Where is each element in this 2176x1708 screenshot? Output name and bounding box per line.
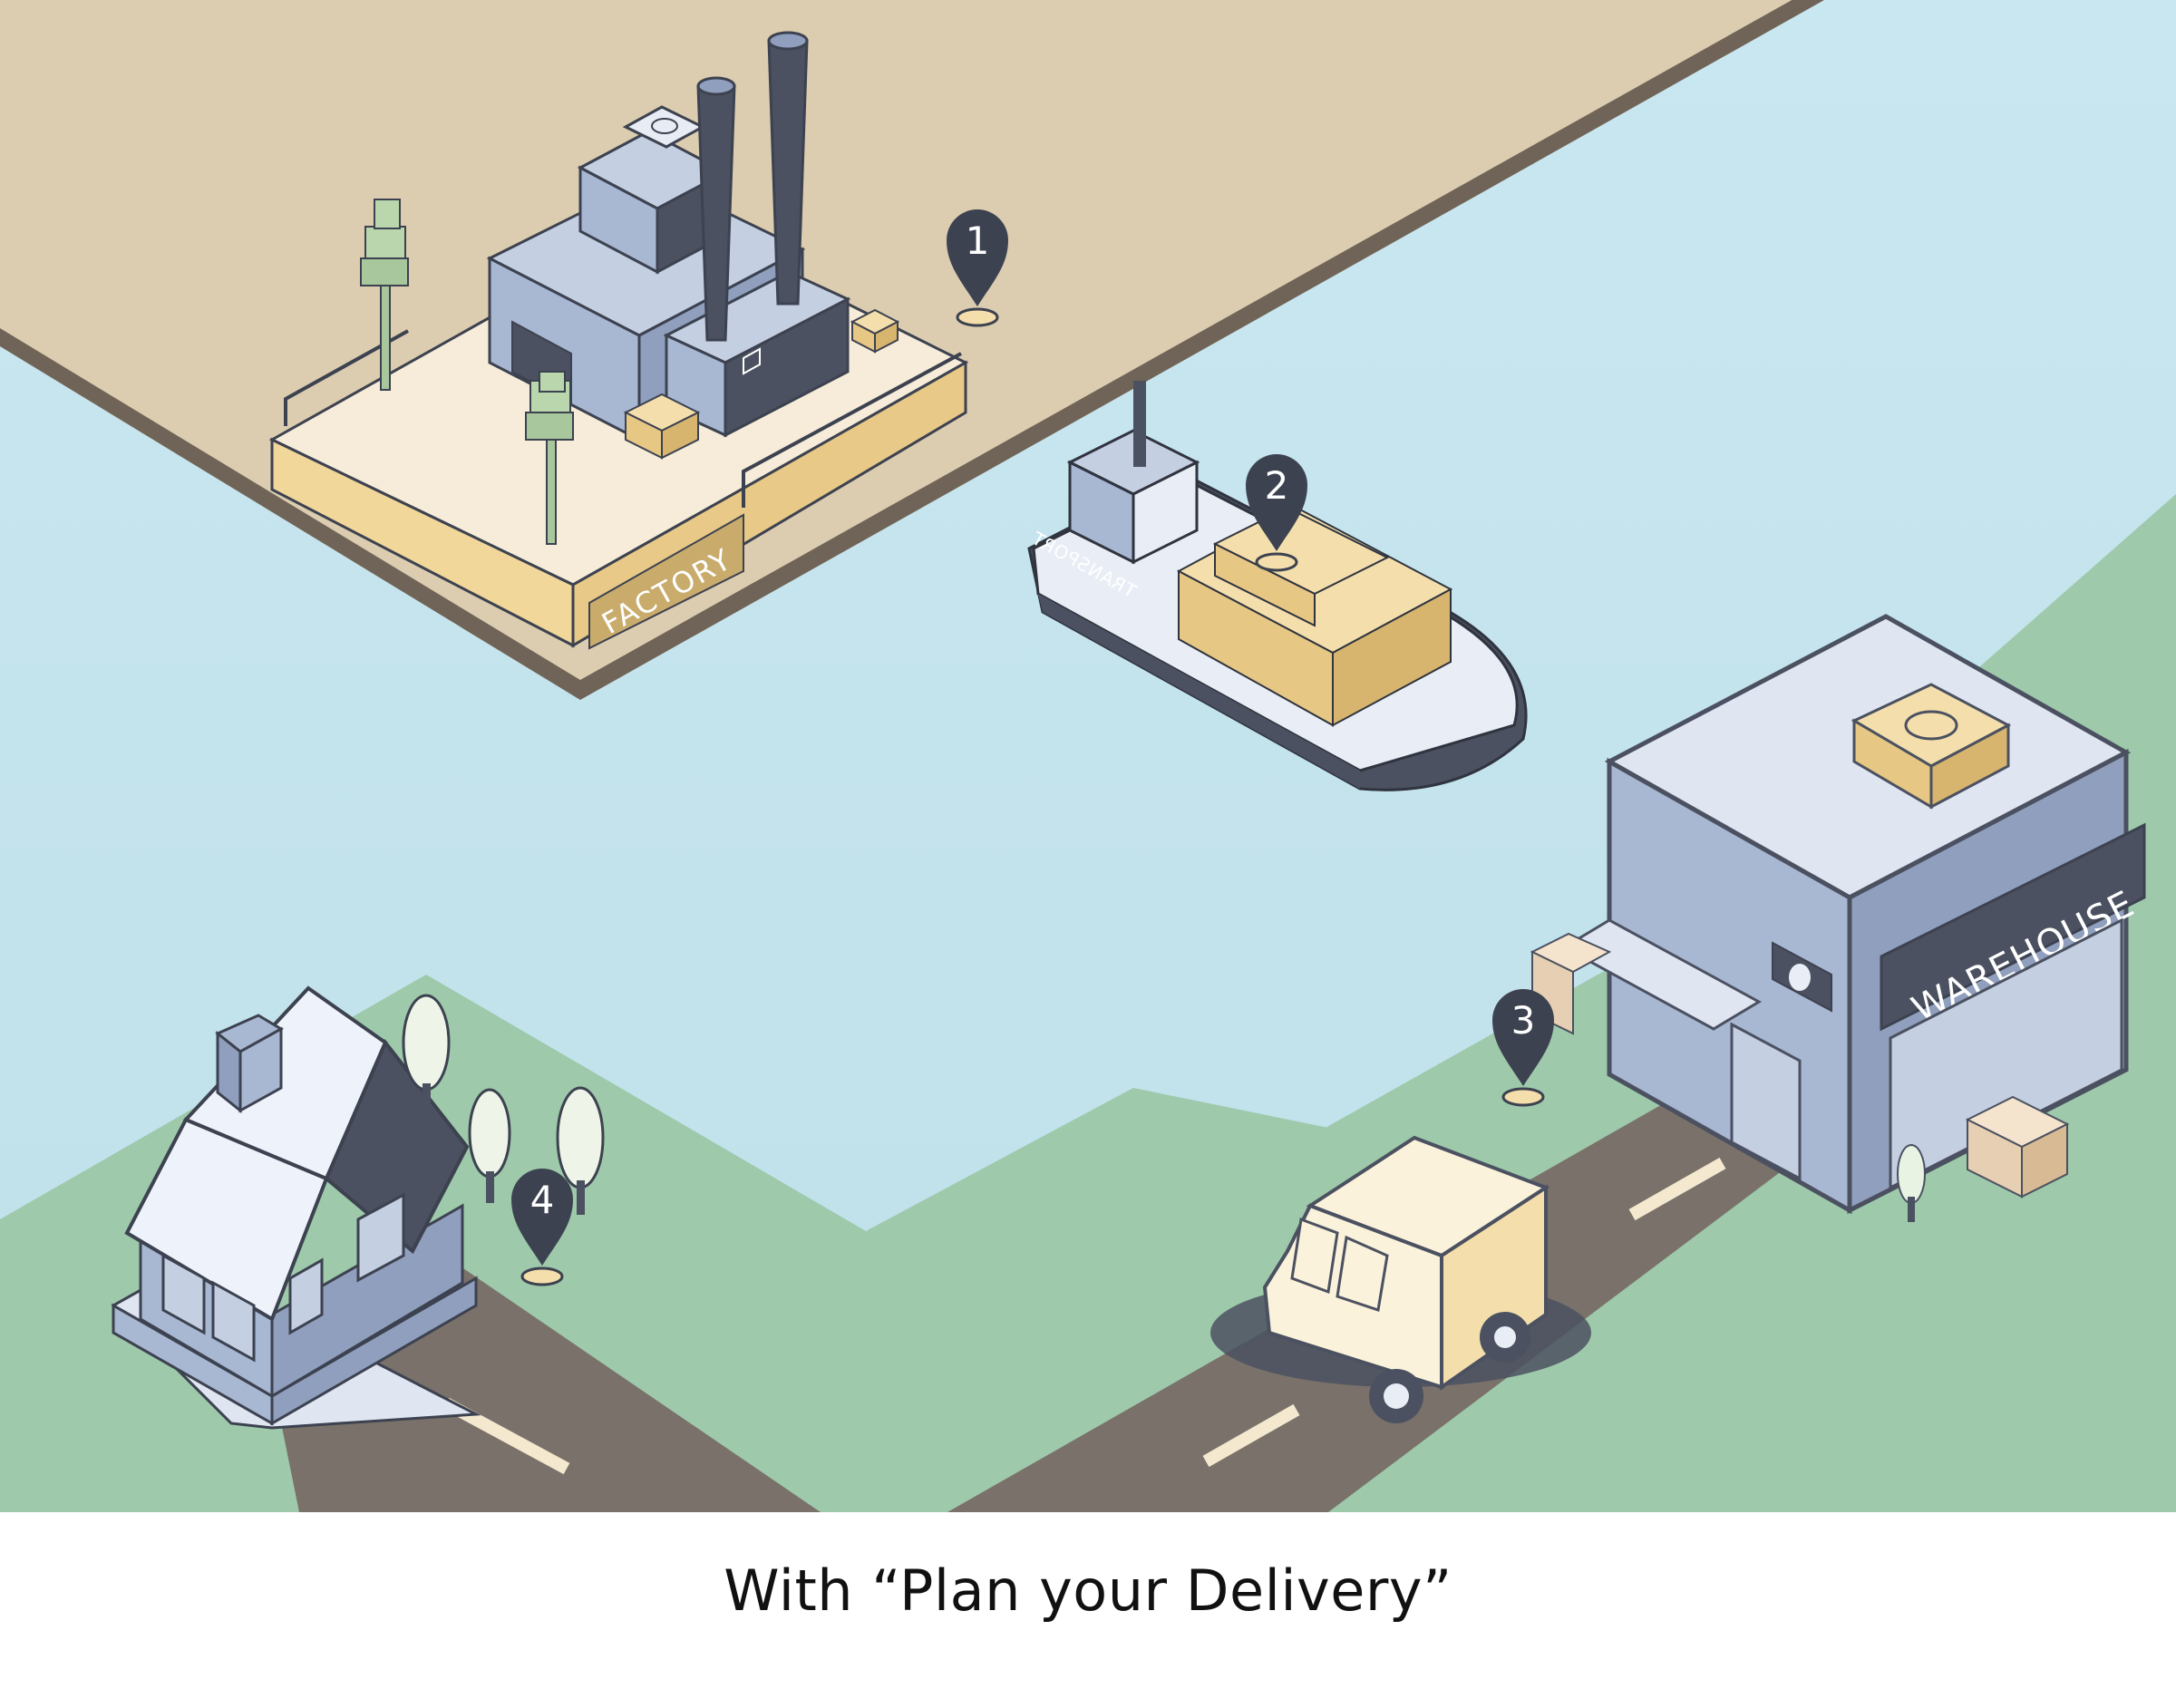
marker-1: 1 [947, 209, 1008, 327]
house [111, 985, 605, 1430]
marker-1-label: 1 [966, 218, 990, 263]
factory-tree-2 [525, 371, 574, 545]
house-trees [402, 994, 605, 1215]
delivery-route-illustration: FACTORY [0, 0, 2176, 1512]
marker-4: 4 [511, 1169, 573, 1286]
caption: With “Plan your Delivery” [724, 1558, 1452, 1624]
marker-2: 2 [1246, 454, 1307, 572]
warehouse: WAREHOUSE [1530, 614, 2146, 1222]
marker-3-label: 3 [1511, 998, 1536, 1043]
factory-tree-1 [360, 199, 409, 391]
marker-2-label: 2 [1265, 463, 1289, 508]
factory: FACTORY [268, 31, 969, 650]
cargo-ship: TRANSPORT [1027, 381, 1528, 791]
marker-3: 3 [1492, 989, 1554, 1107]
caption-band [0, 1512, 2176, 1708]
delivery-van [1210, 1135, 1591, 1423]
marker-4-label: 4 [530, 1178, 555, 1222]
